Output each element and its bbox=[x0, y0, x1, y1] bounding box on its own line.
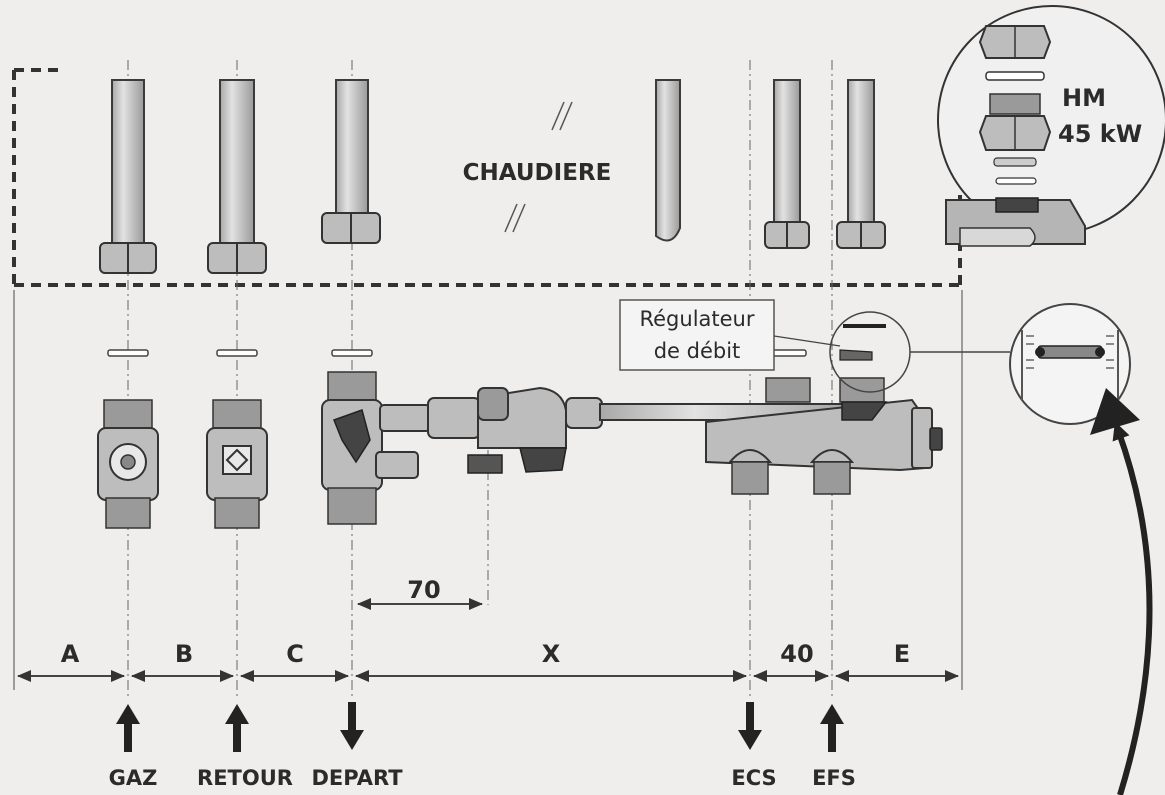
return-valve bbox=[206, 399, 268, 529]
regulator-detail bbox=[1009, 303, 1131, 425]
return-pipe bbox=[207, 79, 267, 274]
break-marks bbox=[504, 101, 573, 233]
dimension-70: 70 bbox=[357, 576, 483, 610]
flow-pipe bbox=[321, 79, 381, 244]
dim-label-c: C bbox=[286, 640, 304, 668]
dim-label-x: X bbox=[542, 640, 561, 668]
cold-pipe bbox=[836, 79, 886, 249]
dim-label-b: B bbox=[175, 640, 193, 668]
cut-pipe bbox=[655, 79, 681, 242]
label-gaz: GAZ bbox=[109, 766, 158, 790]
arrow-up-icon bbox=[116, 704, 140, 752]
gas-pipe bbox=[99, 79, 157, 274]
label-depart: DEPART bbox=[311, 766, 403, 790]
boiler-pipes bbox=[99, 79, 886, 274]
inset-label-hm: HM bbox=[1062, 84, 1106, 112]
curved-arrow bbox=[1090, 388, 1153, 795]
flow-valve-assembly bbox=[321, 371, 603, 525]
extension-lines bbox=[13, 290, 963, 690]
arrow-up-icon bbox=[225, 704, 249, 752]
dhw-manifold bbox=[705, 377, 943, 495]
inset-label-power: 45 kW bbox=[1058, 120, 1142, 148]
boiler-title: CHAUDIERE bbox=[463, 160, 612, 186]
label-efs: EFS bbox=[812, 766, 856, 790]
regulator-label-line1: Régulateur bbox=[639, 307, 754, 331]
regulator-callout: Régulateur de débit bbox=[619, 299, 1010, 393]
dim-label-40: 40 bbox=[780, 640, 813, 668]
arrow-down-icon bbox=[738, 702, 762, 750]
dimension-chain: A B C X 40 E bbox=[17, 640, 959, 682]
dim-label-70: 70 bbox=[407, 576, 440, 604]
connection-labels: GAZ RETOUR DEPART ECS EFS bbox=[109, 766, 856, 790]
label-retour: RETOUR bbox=[197, 766, 293, 790]
arrow-up-icon bbox=[820, 704, 844, 752]
label-ecs: ECS bbox=[731, 766, 776, 790]
dim-label-e: E bbox=[894, 640, 910, 668]
gas-valve bbox=[97, 399, 159, 529]
regulator-label-line2: de débit bbox=[654, 339, 741, 363]
arrow-down-icon bbox=[340, 702, 364, 750]
dim-label-a: A bbox=[61, 640, 80, 668]
hm-inset: HM 45 kW bbox=[937, 5, 1165, 247]
flow-arrows bbox=[116, 702, 844, 752]
dhw-pipe bbox=[764, 79, 810, 249]
